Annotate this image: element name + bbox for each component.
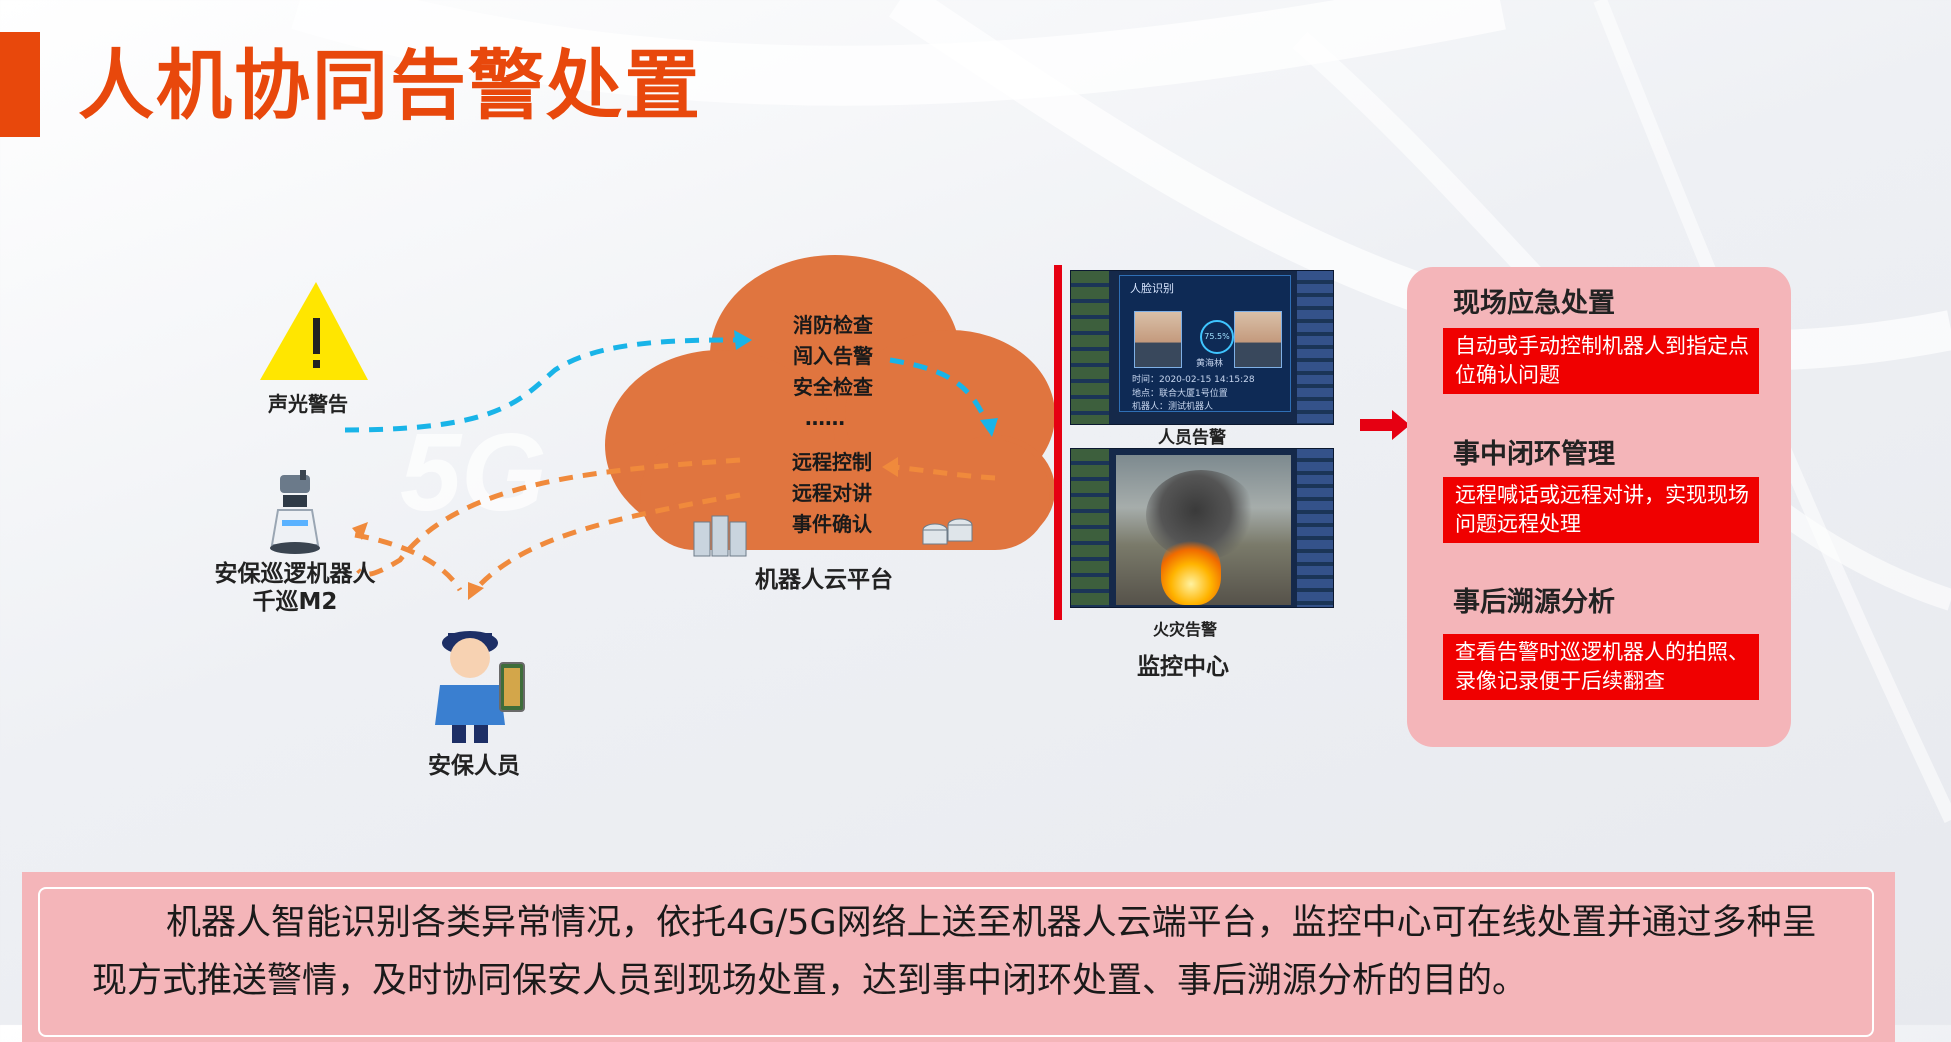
network-5g-badge: 5G <box>400 411 547 534</box>
page-title: 人机协同告警处置 <box>78 41 702 130</box>
security-guard-icon <box>435 631 525 743</box>
robot-label: 安保巡逻机器人 千巡M2 <box>200 560 390 616</box>
cloud-item: 安全检查 <box>793 375 873 399</box>
cloud-to-guard-arrow <box>473 492 741 592</box>
panel-box-inprocess: 远程喊话或远程对讲，实现现场问题远程处理 <box>1443 477 1759 543</box>
alarm-location: 地点：联合大厦1号位置 <box>1132 389 1228 399</box>
cloud-item: …… <box>805 406 845 430</box>
fire-alarm-caption: 火灾告警 <box>1153 620 1218 639</box>
fire-alarm-screen <box>1070 448 1334 608</box>
match-percent: 75.5% <box>1200 320 1234 354</box>
fire-flame <box>1161 535 1221 605</box>
face-match-name: 黄海林 <box>1196 359 1224 369</box>
cloud-item: 远程控制 <box>792 450 872 474</box>
robot-label-line1: 安保巡逻机器人 <box>214 561 376 587</box>
summary-band <box>22 872 1895 1042</box>
cloud-item: 远程对讲 <box>792 481 872 505</box>
title-accent-bar <box>0 32 40 137</box>
cloud-to-robot-arrow <box>356 457 741 577</box>
monitor-divider-line <box>1054 265 1062 620</box>
cloud-item: 消防检查 <box>793 313 873 337</box>
cloud-items-bottom: 远程控制 远程对讲 事件确认 <box>792 447 872 540</box>
server-icon <box>693 515 747 557</box>
cloud-items-top: 消防检查 闯入告警 安全检查 …… <box>793 310 873 434</box>
captured-face-image <box>1134 311 1182 368</box>
cloud-item: 事件确认 <box>792 512 872 536</box>
alarm-robot: 机器人：测试机器人 <box>1132 402 1214 412</box>
cloud-platform-label: 机器人云平台 <box>755 567 893 593</box>
red-arrow-icon <box>1360 410 1410 440</box>
reference-face-image <box>1234 311 1282 368</box>
alarm-label: 声光警告 <box>268 392 348 416</box>
panel-box-postevent: 查看告警时巡逻机器人的拍照、录像记录便于后续翻查 <box>1443 634 1759 700</box>
alarm-time: 时间：2020-02-15 14:15:28 <box>1132 375 1255 385</box>
warning-triangle-icon <box>260 282 368 380</box>
guard-label: 安保人员 <box>428 753 520 779</box>
person-alarm-caption: 人员告警 <box>1158 428 1226 448</box>
person-alarm-screen: 人脸识别 75.5% 黄海林 时间：2020-02-15 14:15:28 地点… <box>1070 270 1334 425</box>
database-icon <box>922 518 973 545</box>
face-panel-title: 人脸识别 <box>1130 282 1174 295</box>
face-recognition-panel: 人脸识别 75.5% 黄海林 时间：2020-02-15 14:15:28 地点… <box>1119 275 1291 412</box>
robot-label-line2: 千巡M2 <box>252 589 338 615</box>
summary-text: 机器人智能识别各类异常情况，依托4G/5G网络上送至机器人云端平台，监控中心可在… <box>38 887 1874 1037</box>
response-panel: 现场应急处置 自动或手动控制机器人到指定点位确认问题 事中闭环管理 远程喊话或远… <box>1407 267 1791 747</box>
robot-icon <box>270 470 320 554</box>
monitor-center-label: 监控中心 <box>1137 654 1229 680</box>
panel-heading-inprocess: 事中闭环管理 <box>1453 439 1615 470</box>
cloud-platform-shape <box>605 255 1055 550</box>
alarm-to-cloud-arrow <box>344 337 741 433</box>
fire-camera-image <box>1116 455 1291 605</box>
panel-heading-onsite: 现场应急处置 <box>1453 288 1615 319</box>
panel-heading-postevent: 事后溯源分析 <box>1453 587 1615 618</box>
cloud-item: 闯入告警 <box>793 344 873 368</box>
monitor-to-cloud-arrow <box>892 464 996 481</box>
panel-box-onsite: 自动或手动控制机器人到指定点位确认问题 <box>1443 328 1759 394</box>
